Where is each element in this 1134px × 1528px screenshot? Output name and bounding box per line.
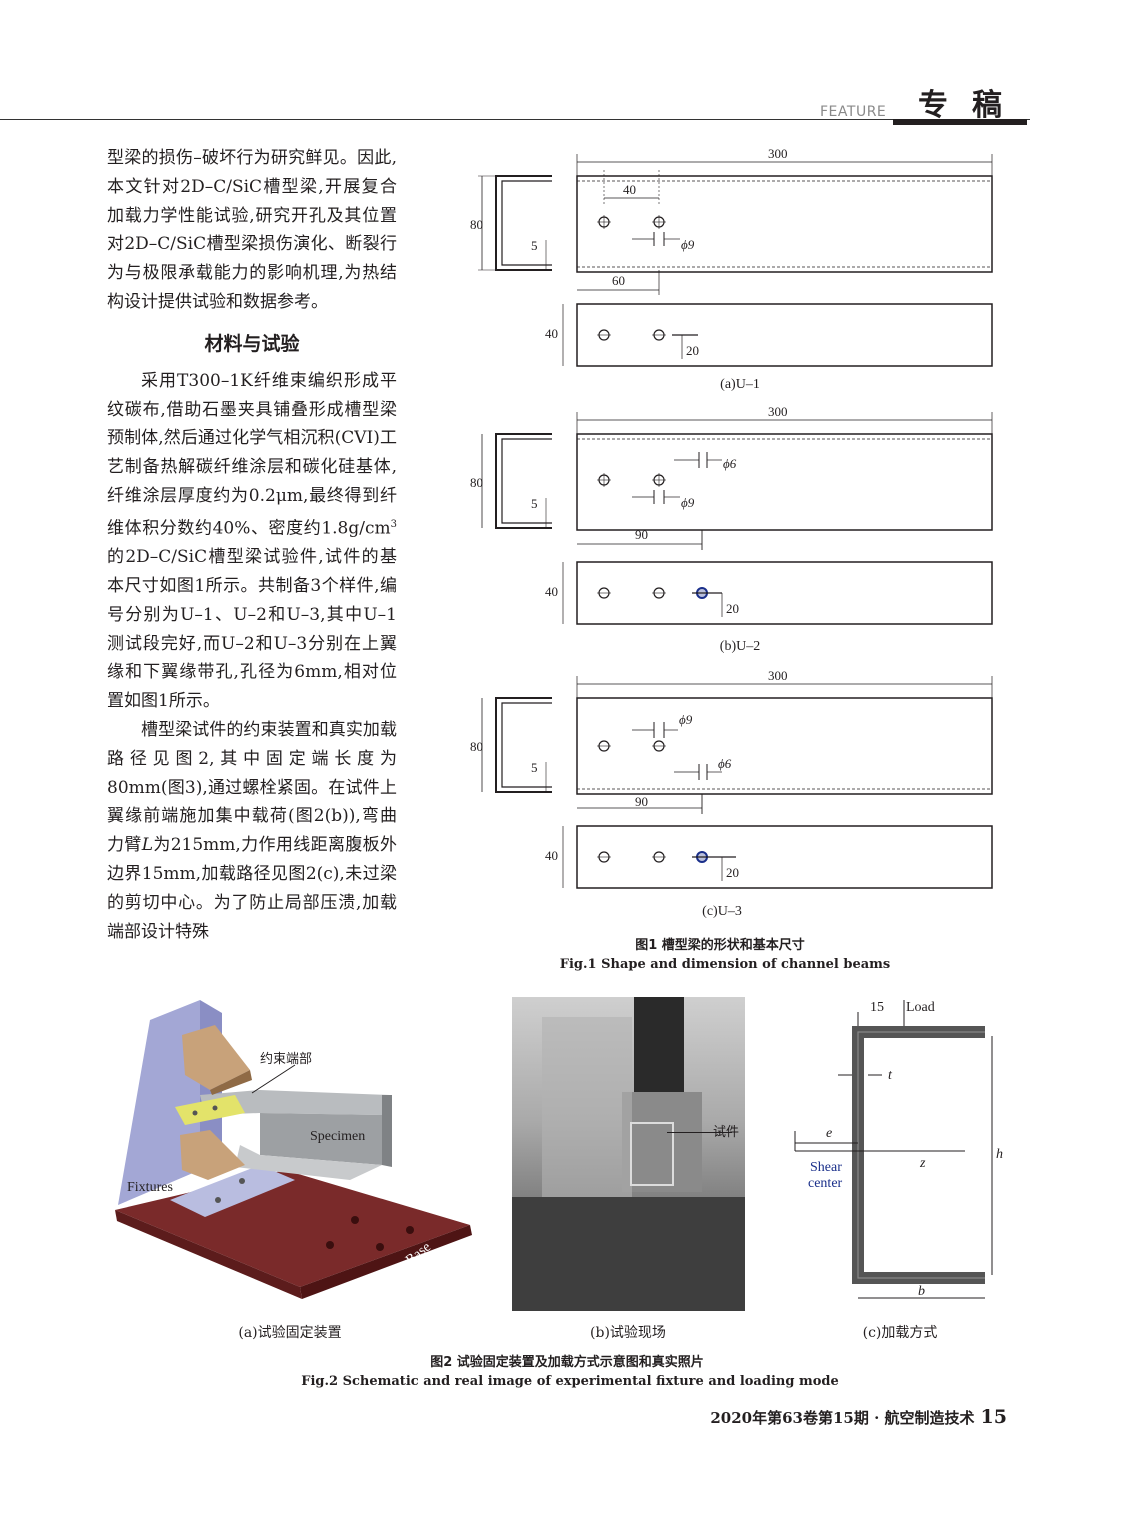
label-h: h <box>996 1147 1003 1162</box>
dim-20: 20 <box>686 343 699 358</box>
loading-diagram: 15 Load t e z Shear center h b <box>794 1000 1003 1299</box>
dim-5: 5 <box>531 496 538 511</box>
dim-d6: ϕ6 <box>718 756 732 771</box>
dim-300: 300 <box>768 146 788 161</box>
dim-40w: 40 <box>545 848 558 863</box>
paragraph-text: 槽型梁试件的约束装置和真实加载路径见图2,其中固定端长度为80mm(图3),通过… <box>107 720 397 856</box>
label-e: e <box>826 1126 832 1141</box>
fig2-caption-cn: 图2 试验固定装置及加载方式示意图和真实照片 <box>430 1355 704 1370</box>
u3-drawing: 80 5 300 ϕ9 ϕ6 90 40 20 <box>470 668 993 889</box>
dim-d9: ϕ9 <box>679 712 693 727</box>
fig2-subcaption-a: (a)试验固定装置 <box>238 1325 342 1341</box>
dim-90: 90 <box>635 794 648 809</box>
label-z: z <box>919 1156 926 1171</box>
label-specimen: Specimen <box>310 1129 365 1144</box>
dim-d6: ϕ6 <box>723 456 737 471</box>
page-footer: 2020年第63卷第15期 · 航空制造技术 15 <box>710 1406 1007 1428</box>
dim-90: 90 <box>635 527 648 542</box>
header-bar <box>893 119 1027 125</box>
dim-300: 300 <box>768 668 788 683</box>
label-shear: Shear <box>810 1160 842 1175</box>
dim-d9: ϕ9 <box>681 237 695 252</box>
dim-40w: 40 <box>545 326 558 341</box>
u2-drawing: 80 5 300 ϕ6 ϕ9 90 40 <box>470 404 993 625</box>
label-constraint: 约束端部 <box>260 1052 312 1067</box>
subcaption-a: (a)U–1 <box>720 377 760 392</box>
section-heading: 材料与试验 <box>204 332 300 355</box>
fig2-subcaption-c: (c)加载方式 <box>862 1325 938 1341</box>
subcaption-b: (b)U–2 <box>720 639 760 654</box>
paragraph: 采用T300–1K纤维束编织形成平纹碳布,借助石墨夹具铺叠形成槽型梁预制体,然后… <box>107 367 397 716</box>
variable-L: L <box>141 835 154 856</box>
dim-80: 80 <box>470 217 483 232</box>
paragraph-text: 采用T300–1K纤维束编织形成平纹碳布,借助石墨夹具铺叠形成槽型梁预制体,然后… <box>107 370 397 539</box>
page-number: 15 <box>980 1406 1007 1428</box>
fig1-caption-cn: 图1 槽型梁的形状和基本尺寸 <box>635 938 805 953</box>
label-load: Load <box>906 1000 935 1015</box>
figure-1-drawing: 80 5 300 40 ϕ9 60 40 <box>470 146 993 919</box>
fixture-schematic: Base Specimen 约束端部 Fixtures <box>115 1000 472 1299</box>
dim-60: 60 <box>612 273 625 288</box>
subcaption-c: (c)U–3 <box>702 904 742 919</box>
dim-5: 5 <box>531 760 538 775</box>
dim-5: 5 <box>531 238 538 253</box>
label-fixtures: Fixtures <box>127 1180 173 1195</box>
dim-80: 80 <box>470 739 483 754</box>
journal-info: 2020年第63卷第15期 · 航空制造技术 <box>710 1409 975 1427</box>
label-t: t <box>888 1068 893 1083</box>
text-column: 型梁的损伤–破坏行为研究鲜见。因此,本文针对2D–C/SiC槽型梁,开展复合加载… <box>107 144 397 946</box>
u1-drawing: 80 5 300 40 ϕ9 60 40 <box>470 146 993 367</box>
label-15: 15 <box>870 1000 884 1015</box>
paragraph: 槽型梁试件的约束装置和真实加载路径见图2,其中固定端长度为80mm(图3),通过… <box>107 716 397 946</box>
fig2-subcaption-b: (b)试验现场 <box>590 1325 666 1341</box>
label-b: b <box>918 1284 925 1299</box>
test-photo: 试件 <box>512 997 745 1311</box>
dim-40w: 40 <box>545 584 558 599</box>
dim-d9: ϕ9 <box>681 495 695 510</box>
dim-20: 20 <box>726 601 739 616</box>
dim-80: 80 <box>470 475 483 490</box>
fig2-caption-en: Fig.2 Schematic and real image of experi… <box>301 1374 839 1389</box>
header-rule <box>0 119 1030 120</box>
dim-20: 20 <box>726 865 739 880</box>
paragraph-text: 的2D–C/SiC槽型梁试验件,试件的基本尺寸如图1所示。共制备3个样件,编号分… <box>107 547 397 712</box>
label-specimen-cn: 试件 <box>713 1125 740 1140</box>
section-title: 专稿 <box>918 88 1026 123</box>
paragraph-text: 为215mm,力作用线距离腹板外边界15mm,加载路径见图2(c),未过梁的剪切… <box>107 835 398 942</box>
superscript: 3 <box>390 518 397 530</box>
fig1-caption-en: Fig.1 Shape and dimension of channel bea… <box>559 957 891 972</box>
dim-40: 40 <box>623 182 636 197</box>
dim-300: 300 <box>768 404 788 419</box>
section-label: FEATURE <box>820 104 887 120</box>
label-center: center <box>808 1176 843 1191</box>
paragraph: 型梁的损伤–破坏行为研究鲜见。因此,本文针对2D–C/SiC槽型梁,开展复合加载… <box>107 148 397 312</box>
